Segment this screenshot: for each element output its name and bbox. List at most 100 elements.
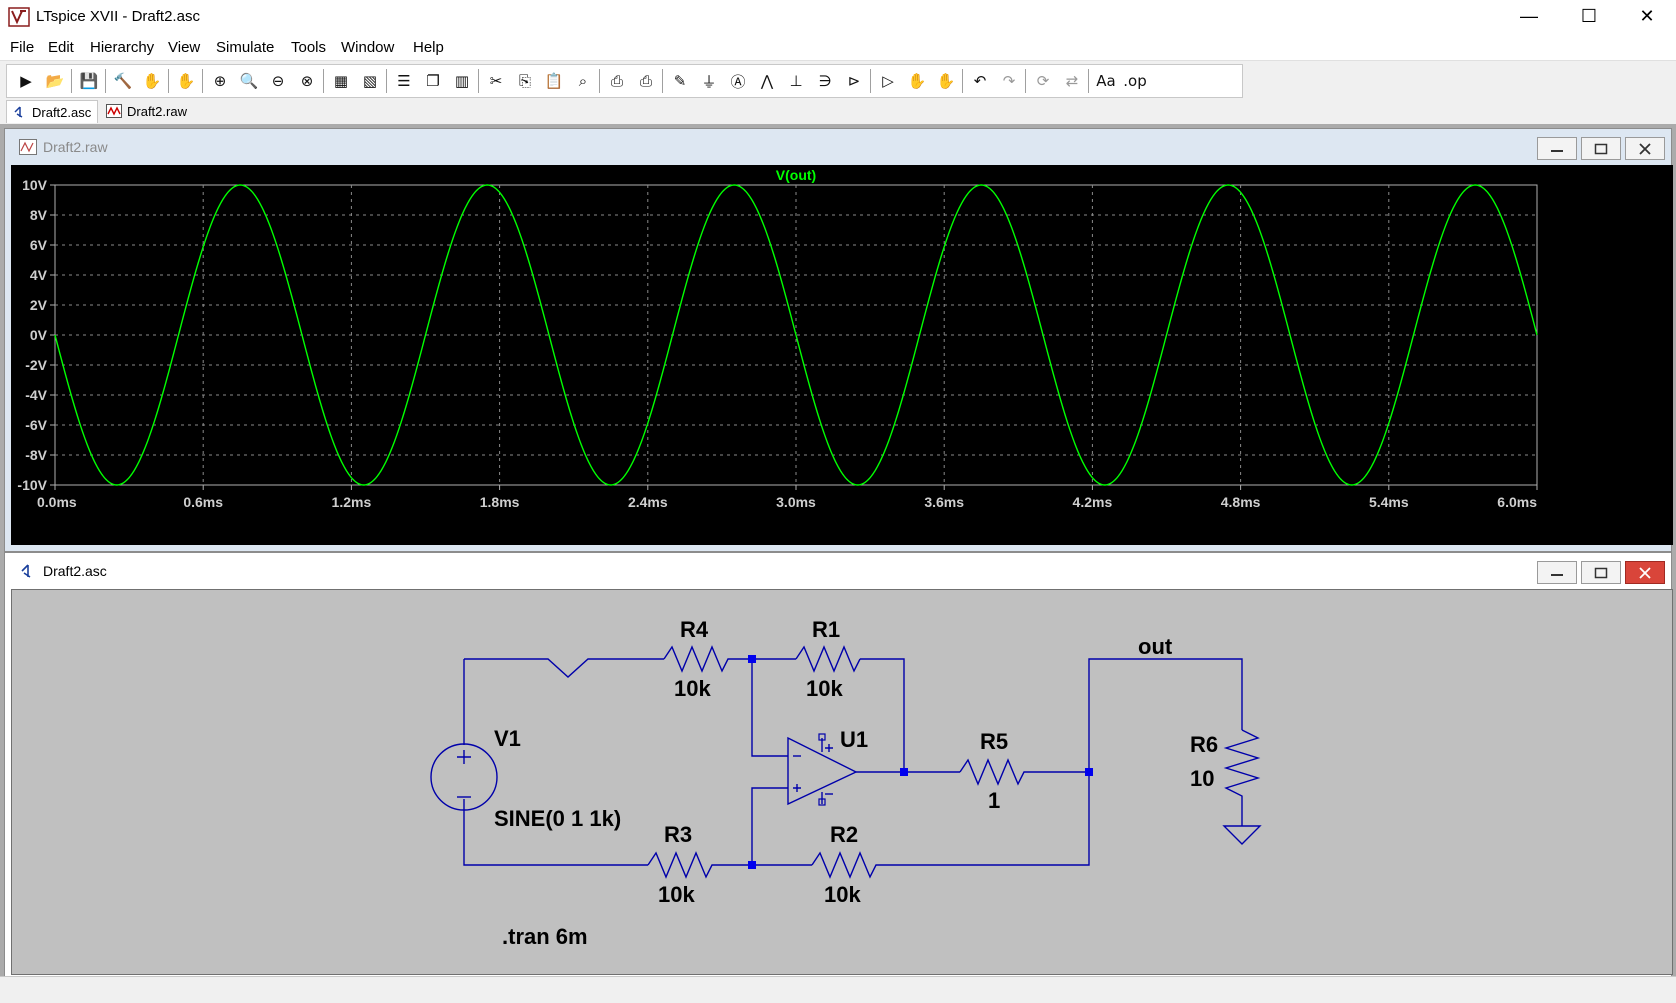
capacitor-button[interactable]: ⊥ xyxy=(783,69,809,93)
out-net-label[interactable]: out xyxy=(1138,634,1173,659)
component-button[interactable]: ▷ xyxy=(875,69,901,93)
maximize-button[interactable]: ☐ xyxy=(1560,0,1618,32)
ground-button[interactable]: ⏚ xyxy=(696,69,722,93)
pan-button[interactable]: ✋ xyxy=(173,69,199,93)
menu-tools[interactable]: Tools xyxy=(291,39,327,56)
x-tick-label: 2.4ms xyxy=(628,494,668,510)
tile-vertical-button[interactable]: ▥ xyxy=(449,69,475,93)
schematic-minimize-button[interactable] xyxy=(1537,561,1577,584)
copy-button[interactable]: ⎘ xyxy=(512,69,538,93)
spice-directive-icon: .op xyxy=(1123,72,1147,90)
r4-value-label[interactable]: 10k xyxy=(674,676,711,701)
diode-button[interactable]: ⊳ xyxy=(841,69,867,93)
schematic-canvas[interactable]: R4 10k R1 10k V1 SINE(0 1 1k) U1 R5 1 ou… xyxy=(11,589,1673,975)
run-button[interactable]: ▶ xyxy=(13,69,39,93)
paste-icon: 📋 xyxy=(544,72,564,90)
r3-value-label[interactable]: 10k xyxy=(658,882,695,907)
schematic-restore-button[interactable] xyxy=(1581,561,1621,584)
r2-name-label[interactable]: R2 xyxy=(830,822,858,847)
drag-button[interactable]: ✋ xyxy=(933,69,959,93)
r6-name-label[interactable]: R6 xyxy=(1190,732,1218,757)
print-button[interactable]: ⎙ xyxy=(604,69,630,93)
r5-name-label[interactable]: R5 xyxy=(980,729,1008,754)
pick-visible-button[interactable]: ▧ xyxy=(357,69,383,93)
inductor-button[interactable]: ∋ xyxy=(812,69,838,93)
schematic-icon xyxy=(21,564,31,578)
r5-value-label[interactable]: 1 xyxy=(988,788,1000,813)
r3-name-label[interactable]: R3 xyxy=(664,822,692,847)
minimize-button[interactable]: — xyxy=(1500,0,1558,32)
zoom-area-button[interactable]: 🔍 xyxy=(236,69,262,93)
cut-button[interactable]: ✂ xyxy=(483,69,509,93)
undo-button[interactable]: ↶ xyxy=(967,69,993,93)
print-icon: ⎙ xyxy=(610,72,623,90)
r4-name-label[interactable]: R4 xyxy=(680,617,709,642)
paste-button[interactable]: 📋 xyxy=(541,69,567,93)
toolbar-separator xyxy=(71,69,72,93)
move-button[interactable]: ✋ xyxy=(904,69,930,93)
menu-simulate[interactable]: Simulate xyxy=(216,39,275,56)
waveform-close-button[interactable] xyxy=(1625,137,1665,160)
close-button[interactable]: ✕ xyxy=(1618,0,1676,32)
schematic-drawing[interactable]: R4 10k R1 10k V1 SINE(0 1 1k) U1 R5 1 ou… xyxy=(12,590,1672,974)
schematic-close-button[interactable] xyxy=(1625,561,1665,584)
menu-hierarchy[interactable]: Hierarchy xyxy=(90,39,155,56)
resistor-button[interactable]: ⋀ xyxy=(754,69,780,93)
print-preview-button[interactable]: ⎙ xyxy=(633,69,659,93)
component-icon: ▷ xyxy=(882,72,894,90)
autoscale-button[interactable]: ▦ xyxy=(328,69,354,93)
tab-draft2-raw[interactable]: Draft2.raw xyxy=(100,100,193,122)
find-icon: ⌕ xyxy=(578,72,588,90)
menu-help[interactable]: Help xyxy=(413,39,444,56)
redo-button[interactable]: ↷ xyxy=(996,69,1022,93)
waveform-restore-button[interactable] xyxy=(1581,137,1621,160)
control-panel-button[interactable]: 🔨 xyxy=(110,69,136,93)
tile-horizontal-button[interactable]: ☰ xyxy=(391,69,417,93)
opamp-supply-pin-bottom xyxy=(818,798,826,806)
zoom-in-button[interactable]: ⊕ xyxy=(207,69,233,93)
menu-edit[interactable]: Edit xyxy=(48,39,74,56)
menu-view[interactable]: View xyxy=(168,39,201,56)
spice-directive-button[interactable]: .op xyxy=(1122,69,1148,93)
find-button[interactable]: ⌕ xyxy=(570,69,596,93)
redo-icon: ↷ xyxy=(1002,72,1016,90)
junction-node xyxy=(748,655,756,663)
label-net-button[interactable]: Ⓐ xyxy=(725,69,751,93)
x-tick-label: 0.6ms xyxy=(183,494,223,510)
spice-directive-text[interactable]: .tran 6m xyxy=(502,924,588,949)
r1-name-label[interactable]: R1 xyxy=(812,617,840,642)
mirror-button[interactable]: ⇄ xyxy=(1059,69,1085,93)
schematic-window-title-bar: Draft2.asc xyxy=(5,553,1671,587)
cascade-icon: ❐ xyxy=(426,72,440,90)
cascade-button[interactable]: ❐ xyxy=(420,69,446,93)
u1-name-label[interactable]: U1 xyxy=(840,727,868,752)
tab-draft2-asc[interactable]: Draft2.asc xyxy=(6,100,99,123)
menu-file[interactable]: File xyxy=(10,39,35,56)
v1-value-label[interactable]: SINE(0 1 1k) xyxy=(494,806,621,831)
text-button[interactable]: Aa xyxy=(1093,69,1119,93)
autoscale-icon: ▦ xyxy=(333,72,349,90)
toolbar: ▶📂💾🔨✋✋⊕🔍⊖⊗▦▧☰❐▥✂⎘📋⌕⎙⎙✎⏚Ⓐ⋀⊥∋⊳▷✋✋↶↷⟳⇄Aa.op xyxy=(0,60,1676,99)
r2-value-label[interactable]: 10k xyxy=(824,882,861,907)
trace-v-out xyxy=(54,184,1538,486)
zoom-fit-button[interactable]: ⊗ xyxy=(294,69,320,93)
rotate-button[interactable]: ⟳ xyxy=(1030,69,1056,93)
halt-button[interactable]: ✋ xyxy=(139,69,165,93)
menu-window[interactable]: Window xyxy=(341,39,395,56)
waveform-minimize-button[interactable] xyxy=(1537,137,1577,160)
zoom-out-button[interactable]: ⊖ xyxy=(265,69,291,93)
status-bar xyxy=(0,976,1676,1003)
trace-title: V(out) xyxy=(776,167,816,183)
draw-wire-button[interactable]: ✎ xyxy=(667,69,693,93)
r1-value-label[interactable]: 10k xyxy=(806,676,843,701)
minimize-icon xyxy=(1551,149,1563,152)
r6-value-label[interactable]: 10 xyxy=(1190,766,1214,791)
save-button[interactable]: 💾 xyxy=(76,69,102,93)
toolbar-separator xyxy=(1088,69,1089,93)
v1-name-label[interactable]: V1 xyxy=(494,726,521,751)
resistor-icon: ⋀ xyxy=(760,72,774,90)
open-button[interactable]: 📂 xyxy=(42,69,68,93)
